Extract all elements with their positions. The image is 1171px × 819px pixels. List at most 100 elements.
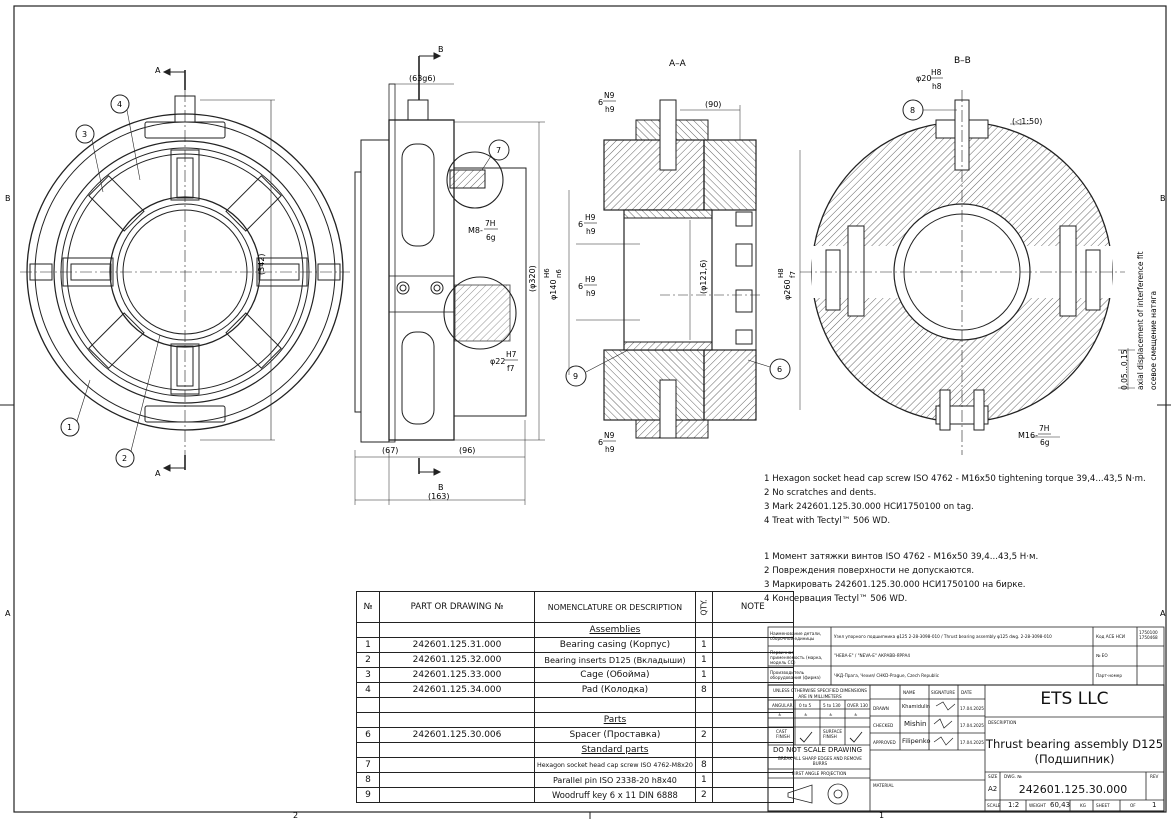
tb-row3-right-label: Парт-номер [1096, 673, 1123, 678]
bb-axial-en: axial displacement of interference fit [1136, 251, 1145, 390]
table-row [356, 697, 794, 713]
side-thread-base: M8- [468, 226, 483, 235]
note-ru-4: 4 Консервация Tectyl™ 506 WD. [764, 594, 908, 604]
zone-number-2: 2 [293, 811, 298, 819]
bom-header-qty: QTY. [694, 591, 713, 623]
balloon-1: 1 [67, 423, 72, 432]
side-dim-63g6: (63g6) [409, 74, 436, 83]
note-ru-1: 1 Момент затяжки винтов ISO 4762 - M16x5… [764, 552, 1039, 562]
tb-row3-label: Производитель оборудования (фирма) [770, 670, 821, 680]
tb-company: ETS LLC [1040, 689, 1109, 709]
tb-sheet-label: SHEET [1096, 803, 1110, 808]
note-ru-2: 2 Повреждения поверхности не допускаются… [764, 566, 975, 576]
aa-dia260-den: f7 [789, 271, 797, 278]
tb-range-3: OVER 130 [847, 703, 868, 708]
side-dim-163: (163) [428, 492, 450, 501]
tb-rev-label: REV [1150, 774, 1159, 779]
balloon-3: 3 [82, 130, 87, 139]
tb-sheet-of: OF [1130, 803, 1136, 808]
tb-row1-value: Узел упорного подшипника φ125 2-28-3098-… [834, 634, 1052, 639]
balloon-6: 6 [777, 365, 782, 374]
tb-row1-right-value: 1750100 1750468 [1139, 630, 1158, 640]
side-section-mark-top: B [438, 45, 444, 54]
aa-key-bot-base: 6 [598, 438, 603, 447]
title-block-lines [767, 626, 1165, 812]
bom-header-note: NOTE [711, 591, 794, 623]
section-bb-title: B–B [954, 56, 971, 66]
side-thread-den: 6g [486, 233, 496, 242]
tb-dwg-no: 242601.125.30.000 [1018, 783, 1128, 796]
balloon-4: 4 [117, 100, 122, 109]
note-en-2: 2 No scratches and dents. [764, 488, 877, 498]
aa-key-top-num: N9 [604, 91, 615, 100]
tb-approved-name: Filipenko [902, 737, 931, 745]
side-pin-num: H7 [506, 350, 517, 359]
side-pin-den: f7 [507, 364, 515, 373]
aa-dim-90: (90) [705, 100, 721, 109]
tb-title-line2: (Подшипник) [1034, 752, 1115, 766]
bb-pin-den: h8 [932, 82, 942, 91]
tb-angular: ANGULAR [772, 703, 793, 708]
tb-size: A2 [988, 785, 998, 793]
tb-row3-value: ЧКД-Прага, Чехия/ CHKD-Prague, Czech Rep… [834, 673, 940, 678]
tb-range-1: 0 to 5 [799, 703, 812, 708]
bom-header-no: № [356, 591, 380, 623]
bb-taper: (◁1:50) [1012, 117, 1042, 126]
tb-surface-finish: SURFACE FINISH [823, 729, 843, 739]
tb-range-2: 5 to 130 [823, 703, 841, 708]
note-en-3: 3 Mark 242601.125.30.000 НСИ1750100 on t… [764, 502, 974, 512]
bill-of-materials: № PART OR DRAWING № NOMENCLATURE OR DESC… [356, 591, 794, 803]
table-row: Standard parts [356, 742, 794, 758]
bb-axial-value: 0,05...0,15 [1120, 349, 1129, 390]
tb-row2-value: "НЕВА-Е" / "NEVA-E" АКРАВВ-ЯРРА4 [834, 653, 911, 658]
tb-row2-right-label: № ЕО [1096, 653, 1108, 658]
aa-dia1216: (φ121,6) [699, 260, 708, 294]
aa-dia140-base: φ140 [549, 279, 558, 300]
bom-header-part: PART OR DRAWING № [379, 591, 535, 623]
zone-letter-b-left: B [5, 194, 11, 203]
sheet-border [0, 5, 1171, 819]
tb-tol-2: ± [804, 712, 808, 717]
aa-dia260-base: φ260 [783, 279, 792, 300]
tb-col-signature: SIGNATURE [931, 690, 955, 695]
aa-key-bot-den: h9 [605, 445, 615, 454]
side-section-mark-bottom: B [438, 483, 444, 492]
tb-approved: APPROVED [873, 740, 896, 745]
front-dim-342: (342) [257, 253, 266, 275]
aa-dia260-num: H8 [777, 268, 785, 278]
tb-weight-label: WEIGHT [1029, 803, 1046, 808]
bb-thread-num: 7H [1039, 424, 1049, 433]
zone-letter-a-left: A [5, 609, 11, 618]
aa-dia140-num: H6 [543, 268, 551, 278]
side-pin-base: φ22 [490, 357, 505, 366]
aa-key-top-den: h9 [605, 105, 615, 114]
tb-drawn-date: 17.04.2025 [960, 706, 984, 711]
balloon-9: 9 [573, 372, 578, 381]
tb-drawn-name: Khamidulin [902, 704, 931, 710]
tb-tol-3: ± [829, 712, 833, 717]
tb-dnsd: DO NOT SCALE DRAWING [773, 746, 863, 754]
bb-thread-den: 6g [1040, 438, 1050, 447]
aa-fit1-base: 6 [578, 220, 583, 229]
tb-tol-4: ± [854, 712, 858, 717]
tb-dwg-label: DWG. № [1004, 774, 1022, 779]
aa-fit1-den: h9 [586, 227, 596, 236]
tb-checked-date: 17.04.2025 [960, 723, 984, 728]
aa-fit2-den: h9 [586, 289, 596, 298]
table-row: Parts [356, 712, 794, 728]
side-view [354, 52, 545, 505]
aa-fit2-base: 6 [578, 282, 583, 291]
tb-scale: 1:2 [1008, 801, 1020, 809]
tb-description-label: DESCRIPTION [988, 720, 1017, 725]
side-dim-96: (96) [459, 446, 475, 455]
section-bb [800, 90, 1135, 455]
front-section-mark-bottom: A [155, 469, 161, 478]
balloon-8: 8 [910, 106, 915, 115]
aa-key-top-base: 6 [598, 98, 603, 107]
tb-size-label: SIZE [988, 774, 998, 779]
